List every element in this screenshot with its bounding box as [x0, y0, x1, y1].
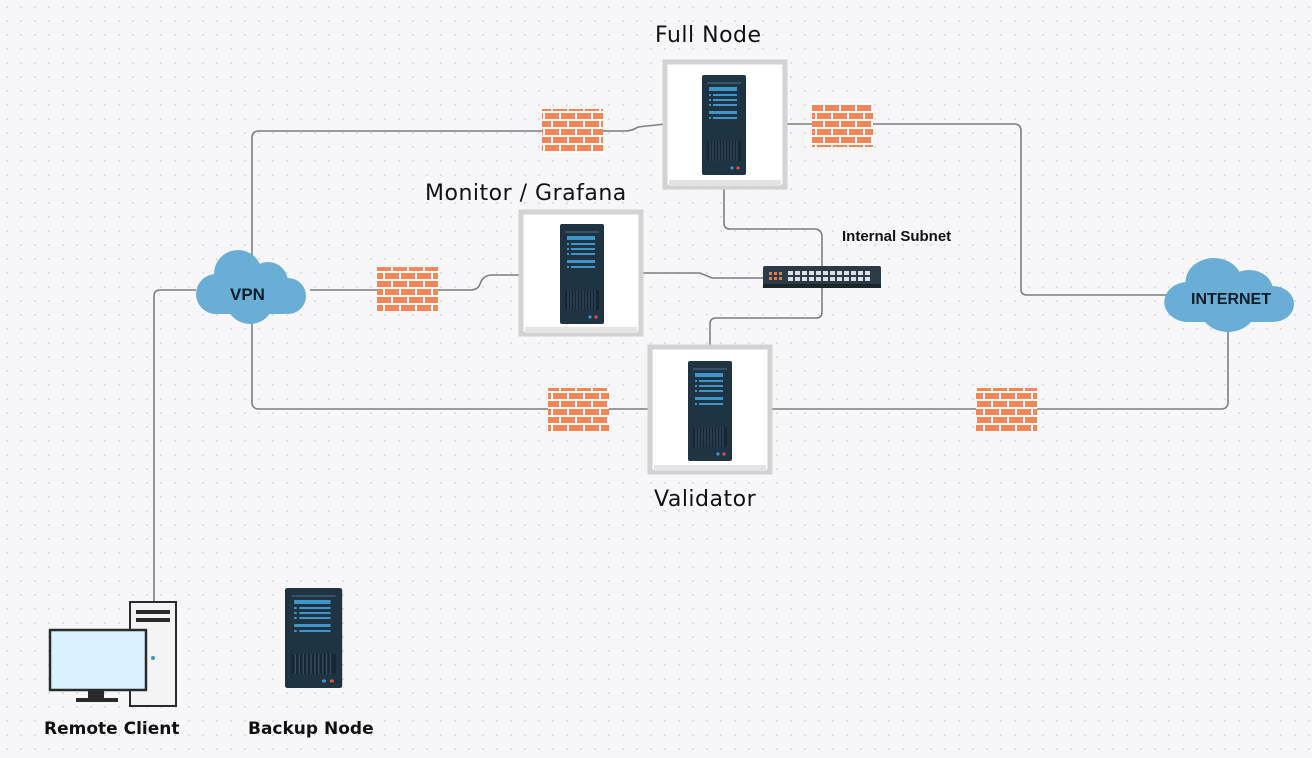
firewall-icon: [542, 109, 603, 153]
network-switch-icon[interactable]: [763, 266, 881, 288]
server-rack-icon: [687, 360, 733, 462]
server-rack-icon: [559, 223, 605, 325]
desktop-computer-icon[interactable]: [48, 601, 177, 707]
link-switch-validator: [709, 288, 823, 346]
remote-client-label: Remote Client: [44, 719, 180, 739]
firewalls: [377, 103, 1037, 432]
links: [153, 123, 1229, 603]
validator-label: Validator: [654, 487, 757, 512]
link-vpn-fullnode: [251, 123, 666, 288]
firewall-icon: [548, 388, 609, 432]
link-fullnode-internet: [785, 123, 1176, 296]
link-vpn-monitor: [310, 274, 520, 291]
full-node-server[interactable]: [662, 59, 788, 190]
link-vpn-validator: [251, 316, 650, 410]
full-node-label: Full Node: [655, 23, 762, 48]
validator-server[interactable]: [647, 344, 773, 475]
switch-label: Internal Subnet: [842, 228, 952, 245]
server-rack-icon: [284, 587, 343, 689]
server-rack-icon: [701, 74, 747, 176]
link-remote-vpn: [153, 289, 196, 603]
link-monitor-switch: [641, 272, 765, 279]
firewall-icon: [377, 267, 438, 311]
monitor-server[interactable]: [518, 209, 644, 337]
backup-node-label: Backup Node: [248, 719, 374, 739]
link-fullnode-switch: [723, 187, 823, 268]
firewall-icon: [812, 103, 873, 147]
internet-label: INTERNET: [1191, 291, 1271, 308]
link-validator-internet: [770, 330, 1229, 410]
monitor-label: Monitor / Grafana: [425, 181, 627, 206]
vpn-label: VPN: [230, 285, 265, 304]
backup-node-server[interactable]: [284, 587, 343, 689]
firewall-icon: [976, 388, 1037, 432]
